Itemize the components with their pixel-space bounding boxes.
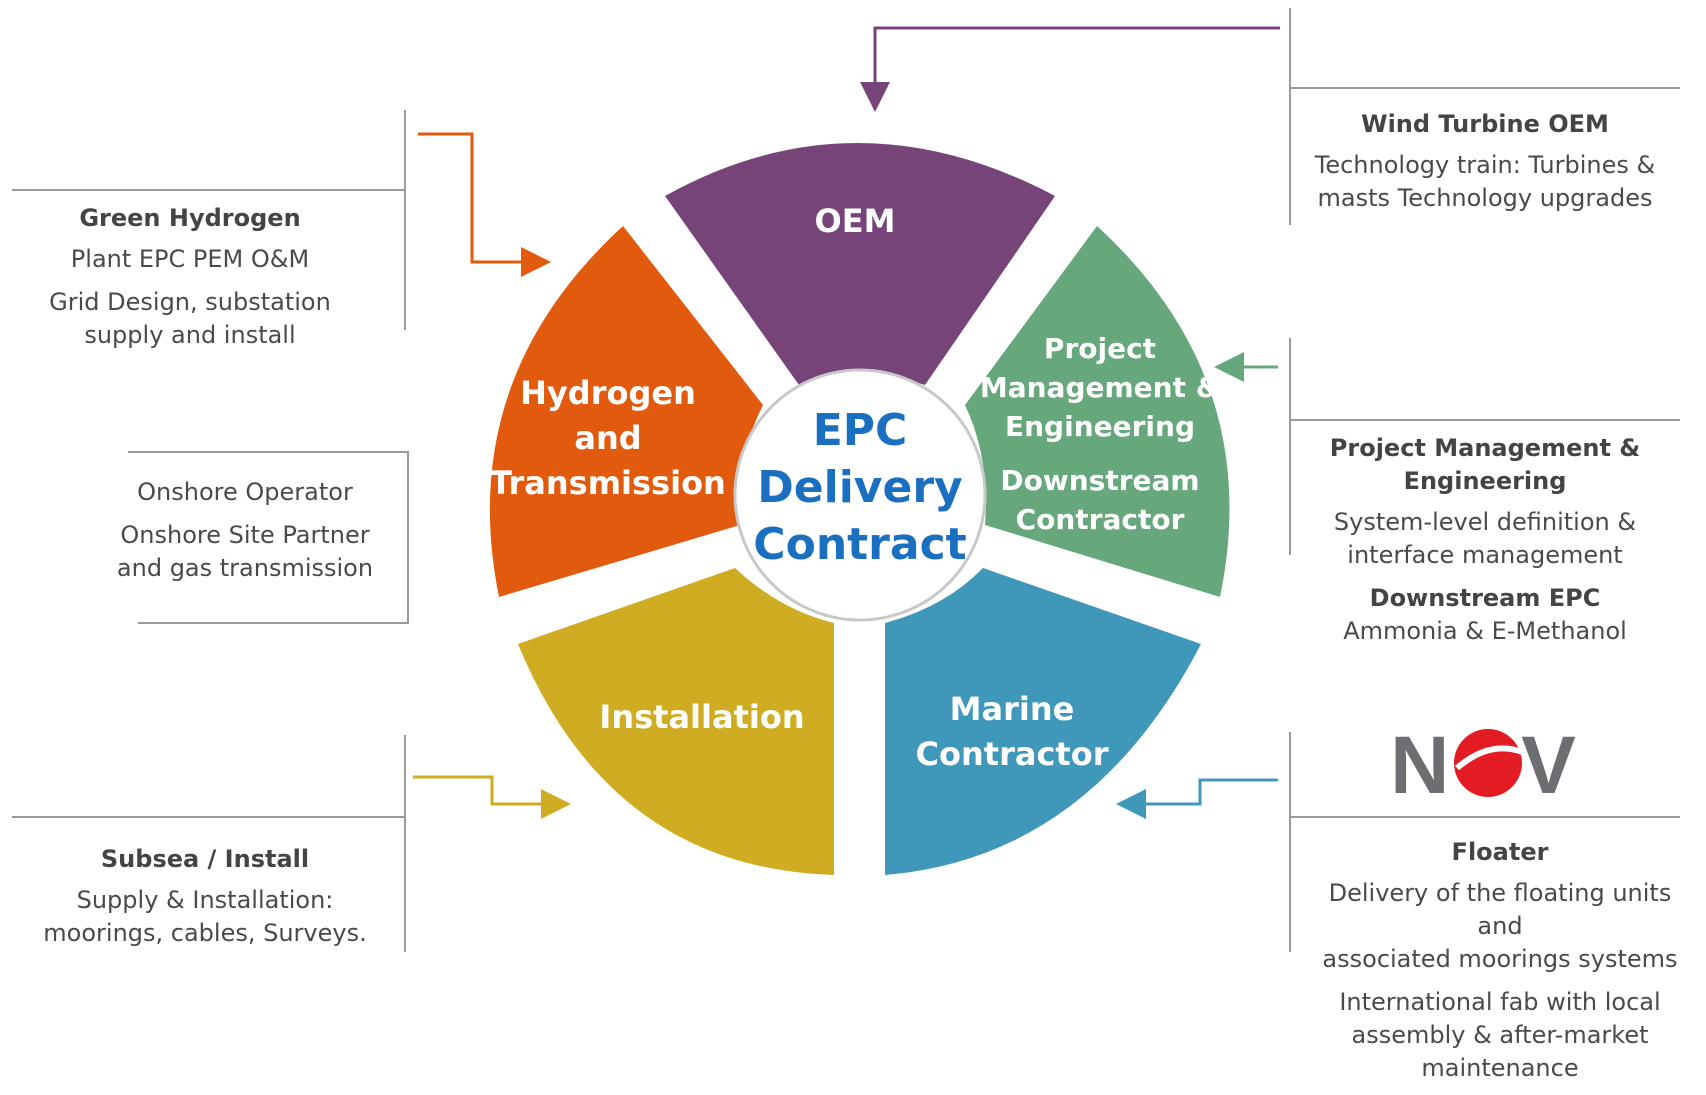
segment-project-management [965,226,1230,597]
divider-onshore [128,451,409,624]
panel-wind-line1: Technology train: Turbines & masts Techn… [1314,151,1656,212]
panel-green-hydrogen-line2: Grid Design, substation supply and insta… [49,288,331,349]
panel-floater-line2: International fab with local assembly & … [1339,988,1661,1082]
segment-installation-label: Installation [599,698,804,736]
segment-marine-label-2: Contractor [916,735,1109,773]
segment-hydrogen-label-3: Transmission [490,464,726,502]
center-label-line2: Delivery [757,462,962,513]
segment-oem-label: OEM [815,202,896,240]
arrow-installation [413,775,571,819]
segment-hydrogen-label-2: and [574,419,641,457]
epc-diagram: EPC Delivery Contract OEM Project Manage… [12,8,1680,952]
center-label-line3: Contract [753,519,966,570]
segment-marine-label-1: Marine [950,690,1075,728]
panel-subsea-title: Subsea / Install [100,845,310,873]
panel-green-hydrogen-line1: Plant EPC PEM O&M [70,245,310,273]
segment-marine [885,568,1201,875]
panel-onshore-line2: Onshore Site Partner and gas transmissio… [116,521,374,582]
segment-hydrogen [489,226,763,597]
segment-installation [518,568,834,875]
segment-pme-label-2: Management & [980,371,1220,404]
panel-pm-line2: Ammonia & E-Methanol [1343,617,1627,645]
arrow-marine [1116,778,1278,819]
divider-pm [1289,338,1680,555]
panel-onshore-line1: Onshore Operator [137,478,353,506]
panel-green-hydrogen: Green Hydrogen Plant EPC PEM O&M Grid De… [30,202,350,362]
arrow-hydrogen [418,132,551,277]
nov-logo-swoosh [1455,745,1524,771]
arrow-oem [860,26,1280,112]
panel-floater-title: Floater [1451,838,1549,866]
center-circle [733,368,987,622]
panel-pm-title: Project Management & Engineering [1329,434,1641,495]
segment-pme-label-3: Engineering [1005,410,1195,443]
segment-pme-label-1: Project [1044,332,1156,365]
panel-floater: Floater Delivery of the floating units a… [1305,836,1695,1095]
panel-pm: Project Management & Engineering System-… [1300,432,1670,658]
nov-logo: NOV [1390,720,1576,811]
panel-floater-line1: Delivery of the floating units and assoc… [1322,879,1678,973]
divider-wind [1289,8,1680,225]
panel-onshore: Onshore Operator Onshore Site Partner an… [95,476,395,595]
center-label-line1: EPC [813,405,908,456]
segment-oem [665,143,1055,385]
segment-pme-label-5: Contractor [1016,503,1185,536]
divider-floater [1289,732,1680,952]
panel-wind: Wind Turbine OEM Technology train: Turbi… [1300,108,1670,225]
segment-hydrogen-label-1: Hydrogen [520,374,696,412]
panel-wind-title: Wind Turbine OEM [1361,110,1609,138]
divider-subsea [12,735,406,952]
panel-pm-line1: System-level definition & interface mana… [1333,508,1637,569]
panel-green-hydrogen-title: Green Hydrogen [79,204,301,232]
panel-subsea: Subsea / Install Supply & Installation: … [30,843,380,960]
segment-pme-label-4: Downstream [1000,464,1199,497]
divider-green-hydrogen [12,110,406,330]
panel-pm-title2: Downstream EPC [1369,584,1601,612]
panel-subsea-line1: Supply & Installation: moorings, cables,… [43,886,367,947]
